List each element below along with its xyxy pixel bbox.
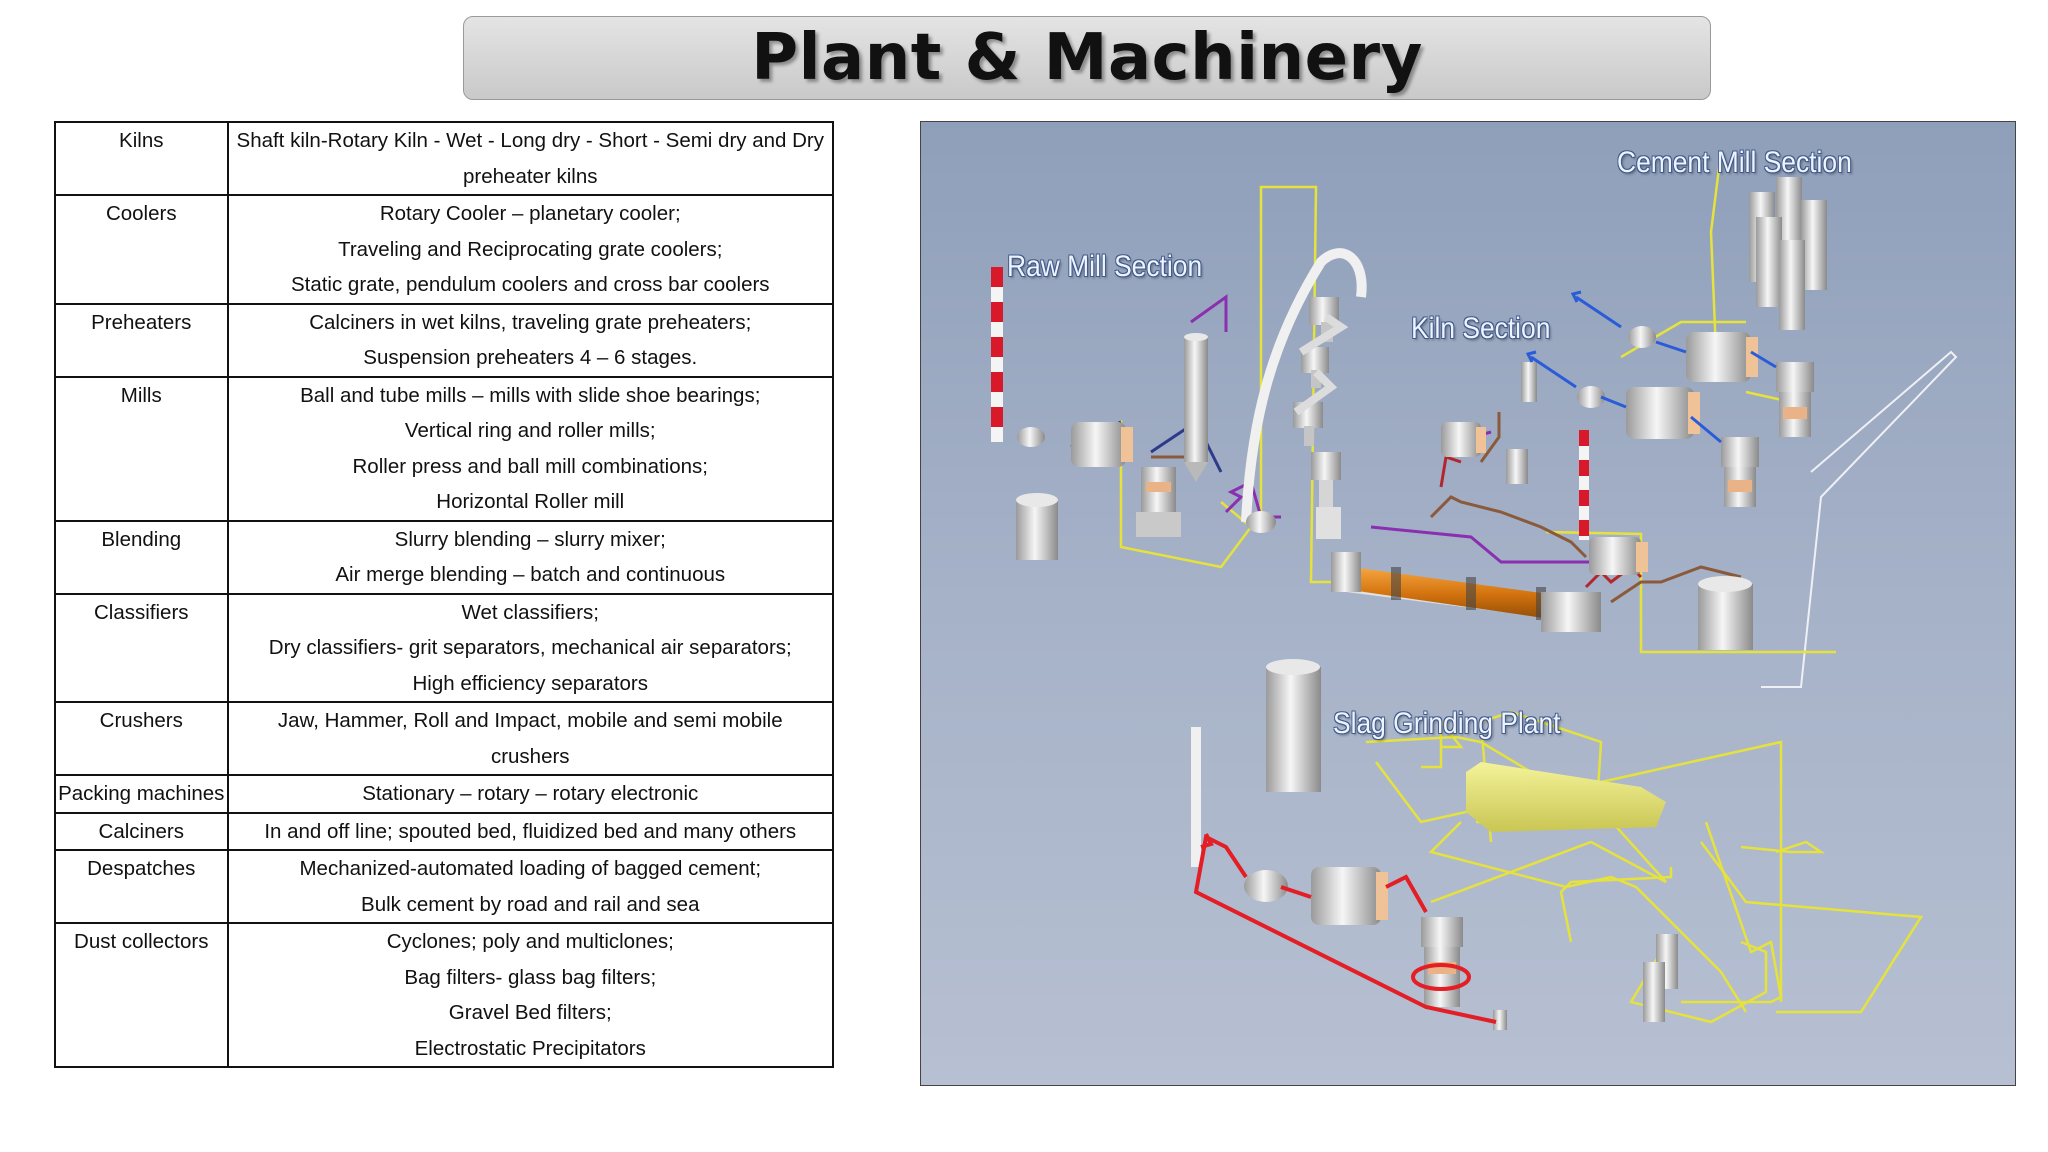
table-row: Calciners In and off line; spouted bed, f…	[54, 811, 835, 851]
cement-mills	[1577, 326, 1814, 507]
row-description: Ball and tube mills – mills with slide s…	[226, 375, 835, 522]
row-category: Mills	[54, 375, 229, 522]
kiln-ducts	[1370, 412, 1742, 604]
row-description: In and off line; spouted bed, fluidized …	[226, 811, 835, 851]
description-line: Slurry blending – slurry mixer;	[394, 527, 666, 551]
description-line: Calciners in wet kilns, traveling grate …	[309, 310, 752, 334]
description-line: Traveling and Reciprocating grate cooler…	[338, 237, 723, 261]
layout-outline	[1761, 350, 1958, 688]
table-row: Preheaters Calciners in wet kilns, travel…	[54, 302, 835, 378]
description-line: Gravel Bed filters;	[448, 1001, 612, 1024]
raw-ball-mill	[1071, 422, 1133, 467]
description-line: Shaft kiln-Rotary Kiln - Wet - Long dry …	[236, 129, 824, 152]
coal-mill	[1441, 362, 1537, 484]
row-category: Coolers	[54, 194, 229, 305]
table-row: Mills Ball and tube mills – mills with sl…	[54, 375, 835, 522]
cement-air-arrows	[1525, 290, 1777, 444]
table-row: Classifiers Wet classifiers; Dry classifie…	[54, 592, 835, 703]
row-category: Packing machines	[54, 774, 229, 814]
description-line: In and off line; spouted bed, fluidized …	[264, 819, 797, 843]
slag-plant	[1191, 659, 1678, 1030]
description-line: Vertical ring and roller mills;	[404, 419, 656, 442]
row-category: Preheaters	[54, 302, 229, 378]
raw-mill-section-label: Raw Mill Section	[1007, 250, 1203, 283]
row-category: Calciners	[54, 811, 229, 851]
row-description: Slurry blending – slurry mixer; Air merge…	[226, 519, 835, 595]
row-description: Shaft kiln-Rotary Kiln - Wet - Long dry …	[226, 121, 835, 196]
description-line: Air merge blending – batch and continuou…	[335, 563, 726, 586]
row-category: Dust collectors	[54, 922, 229, 1068]
preheater-tower	[1241, 248, 1367, 539]
raw-silo	[1016, 493, 1058, 560]
row-description: Stationary – rotary – rotary electronic	[226, 774, 835, 814]
kiln-chimney	[1579, 430, 1589, 540]
row-description: Cyclones; poly and multiclones; Bag filte…	[226, 922, 835, 1068]
cement-plant-diagram: Raw Mill Section Kiln Section Cement Mil…	[920, 121, 2016, 1086]
row-description: Jaw, Hammer, Roll and Impact, mobile and…	[226, 701, 835, 776]
row-category: Blending	[54, 519, 229, 595]
row-category: Classifiers	[54, 592, 229, 703]
plant-illustration	[991, 151, 1958, 1030]
row-description: Calciners in wet kilns, traveling grate …	[226, 302, 835, 378]
description-line: Electrostatic Precipitators	[414, 1036, 646, 1060]
title-banner: Plant & Machinery	[463, 16, 1711, 100]
rotary-kiln	[1331, 552, 1601, 632]
slag-gas-ducts	[1193, 833, 1497, 1024]
raw-cyclone-tower	[1184, 333, 1208, 482]
description-line: Dry classifiers- grit separators, mechan…	[268, 636, 792, 659]
slag-grinding-plant-label: Slag Grinding Plant	[1333, 707, 1561, 740]
raw-vertical-mill	[1136, 467, 1181, 537]
table-row: Crushers Jaw, Hammer, Roll and Impact, mo…	[54, 701, 835, 776]
description-line: Static grate, pendulum coolers and cross…	[290, 273, 770, 296]
table-row: Blending Slurry blending – slurry mixer; A…	[54, 519, 835, 595]
clinker-cooler	[1589, 537, 1648, 575]
description-line: Roller press and ball mill combinations;	[352, 454, 709, 478]
plant-machinery-table: Kilns Shaft kiln-Rotary Kiln - Wet - Long…	[54, 121, 835, 1068]
description-line: preheater kilns	[463, 164, 598, 188]
description-line: crushers	[490, 744, 570, 768]
row-category: Kilns	[54, 121, 229, 196]
description-line: Jaw, Hammer, Roll and Impact, mobile and…	[277, 709, 783, 732]
description-line: Bulk cement by road and rail and sea	[361, 892, 700, 916]
raw-mill-chimney	[991, 267, 1003, 442]
table-row: Despatches Mechanized-automated loading o…	[54, 849, 835, 924]
description-line: Wet classifiers;	[461, 600, 599, 624]
row-category: Crushers	[54, 701, 229, 776]
row-description: Mechanized-automated loading of bagged c…	[226, 849, 835, 924]
description-line: Cyclones; poly and multiclones;	[386, 930, 674, 953]
cement-silos	[1749, 177, 1827, 330]
description-line: Stationary – rotary – rotary electronic	[362, 782, 699, 805]
description-line: Mechanized-automated loading of bagged c…	[299, 857, 762, 880]
kiln-section-label: Kiln Section	[1411, 312, 1551, 345]
cement-mill-section-label: Cement Mill Section	[1617, 146, 1852, 179]
row-description: Wet classifiers; Dry classifiers- grit se…	[226, 592, 835, 703]
table-body: Kilns Shaft kiln-Rotary Kiln - Wet - Long…	[54, 121, 835, 1068]
page-title: Plant & Machinery	[751, 21, 1423, 95]
description-line: Suspension preheaters 4 – 6 stages.	[363, 346, 698, 369]
table-row: Kilns Shaft kiln-Rotary Kiln - Wet - Long…	[54, 121, 835, 196]
raw-mill-fan	[1017, 427, 1045, 447]
description-line: Horizontal Roller mill	[436, 490, 625, 513]
table-row: Packing machines Stationary – rotary – ro…	[54, 774, 835, 814]
description-line: High efficiency separators	[412, 671, 649, 695]
description-line: Bag filters- glass bag filters;	[404, 965, 657, 989]
row-category: Despatches	[54, 849, 229, 924]
row-description: Rotary Cooler – planetary cooler; Traveli…	[226, 194, 835, 305]
description-line: Rotary Cooler – planetary cooler;	[379, 202, 681, 225]
clinker-silo	[1698, 576, 1753, 650]
description-line: Ball and tube mills – mills with slide s…	[300, 383, 761, 407]
